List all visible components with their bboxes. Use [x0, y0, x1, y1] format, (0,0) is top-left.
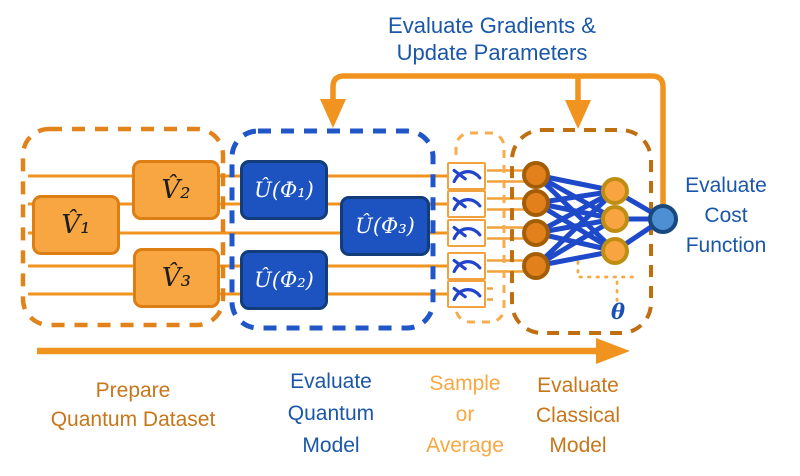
nn-hidden-node — [601, 177, 629, 205]
gate-v1-label: V̂₁ — [61, 210, 91, 240]
nn-input-node — [522, 252, 550, 280]
nn-nodes — [522, 161, 678, 280]
measurement-box — [447, 280, 486, 308]
gauge-icon — [452, 168, 481, 184]
gate-u3: Û(Φ₃) — [340, 196, 430, 256]
stage-label-evaluate-classical-model: Evaluate Classical Model — [535, 374, 621, 457]
theta-connector-dotted — [576, 260, 636, 308]
gate-u2: Û(Φ₂) — [240, 250, 328, 310]
feedback-label: Evaluate Gradients & Update Parameters — [388, 13, 596, 65]
nn-edge — [534, 216, 617, 269]
nn-edges — [534, 172, 665, 269]
measurement-box — [447, 252, 486, 280]
gate-u2-label: Û(Φ₂) — [254, 268, 314, 292]
stage-label-evaluate-quantum-model: Evaluate Quantum Model — [287, 370, 375, 457]
down-arrow-icon — [320, 99, 346, 128]
nn-edge — [534, 188, 617, 236]
nn-input-node — [522, 189, 550, 217]
gate-v3-label: V̂₃ — [161, 263, 192, 293]
pipeline-flow-arrow — [37, 338, 630, 364]
gate-v1: V̂₁ — [32, 195, 120, 255]
nn-edge — [534, 189, 617, 268]
gauge-icon — [452, 286, 481, 302]
nn-output-node — [648, 204, 678, 234]
gate-v2-label: V̂₂ — [161, 175, 191, 205]
stage-label-sample-or-average: Sample or Average — [426, 372, 504, 457]
nn-input-node — [522, 219, 550, 247]
nn-input-node — [522, 161, 550, 189]
gate-v3: V̂₃ — [133, 248, 220, 308]
gauge-icon — [452, 225, 481, 241]
right-arrow-icon — [596, 338, 630, 364]
gate-u1-label: Û(Φ₁) — [254, 178, 314, 202]
classical-double-wires — [487, 169, 529, 301]
gauge-icon — [452, 258, 481, 274]
dataset-box-outline — [20, 126, 226, 328]
nn-hidden-node — [601, 205, 629, 233]
stage-label-prepare-quantum-dataset: Prepare Quantum Dataset — [50, 379, 216, 431]
feedback-loop-line — [330, 73, 666, 210]
measurement-box — [447, 190, 486, 218]
feedback-loop — [320, 73, 666, 210]
gate-u1: Û(Φ₁) — [240, 160, 328, 220]
gauge-icon — [452, 196, 481, 212]
measurement-box — [447, 219, 486, 247]
cost-function-label: Evaluate Cost Function — [685, 174, 767, 257]
theta-label: θ — [611, 299, 625, 324]
measurement-box — [447, 162, 486, 190]
down-arrow-icon — [565, 100, 591, 129]
gate-v2: V̂₂ — [132, 160, 220, 220]
gate-u3-label: Û(Φ₃) — [355, 214, 415, 238]
classical-model-box-outline — [510, 128, 653, 335]
quantum-model-box-outline — [229, 128, 436, 331]
nn-hidden-node — [601, 237, 629, 265]
